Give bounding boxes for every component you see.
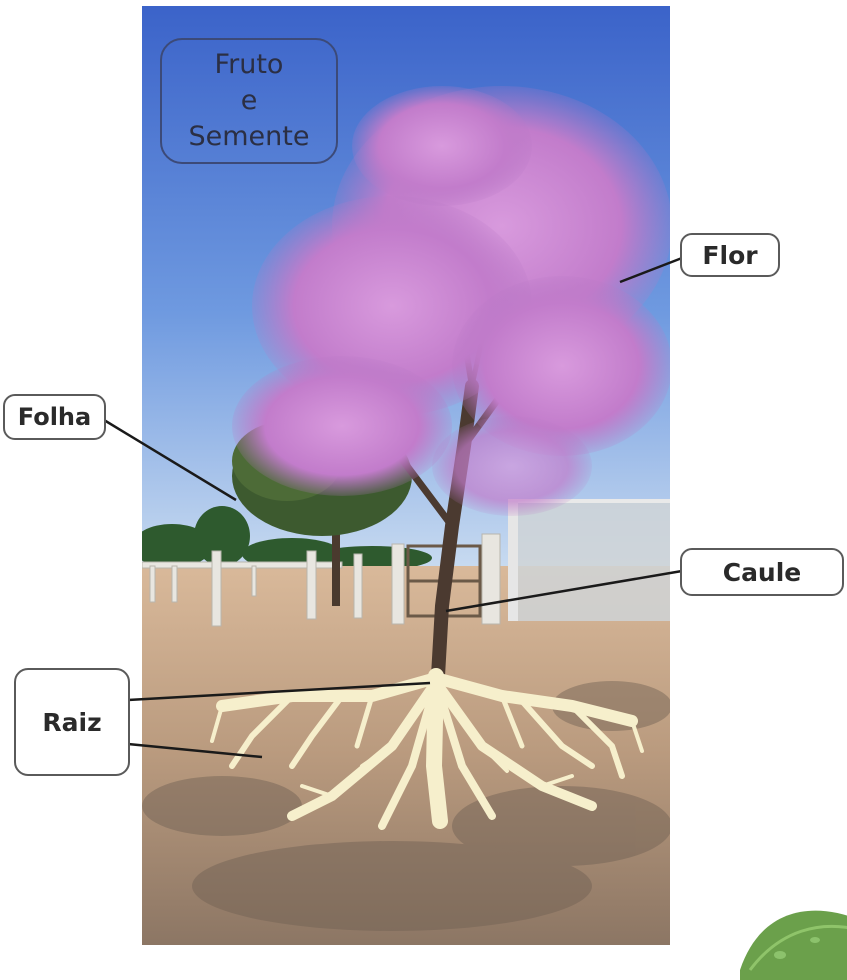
label-flor-text: Flor xyxy=(702,241,757,270)
label-caule-text: Caule xyxy=(723,558,802,587)
label-folha-text: Folha xyxy=(18,403,91,431)
label-raiz: Raiz xyxy=(14,668,130,776)
label-folha: Folha xyxy=(3,394,106,440)
label-flor: Flor xyxy=(680,233,780,277)
mesh-fence xyxy=(508,501,670,621)
title-line-1: Fruto xyxy=(215,47,284,83)
label-caule: Caule xyxy=(680,548,844,596)
label-raiz-text: Raiz xyxy=(42,708,101,737)
leaf-icon xyxy=(740,900,847,980)
title-line-2: e xyxy=(241,83,258,119)
title-box: Fruto e Semente xyxy=(160,38,338,164)
title-line-3: Semente xyxy=(189,119,310,155)
